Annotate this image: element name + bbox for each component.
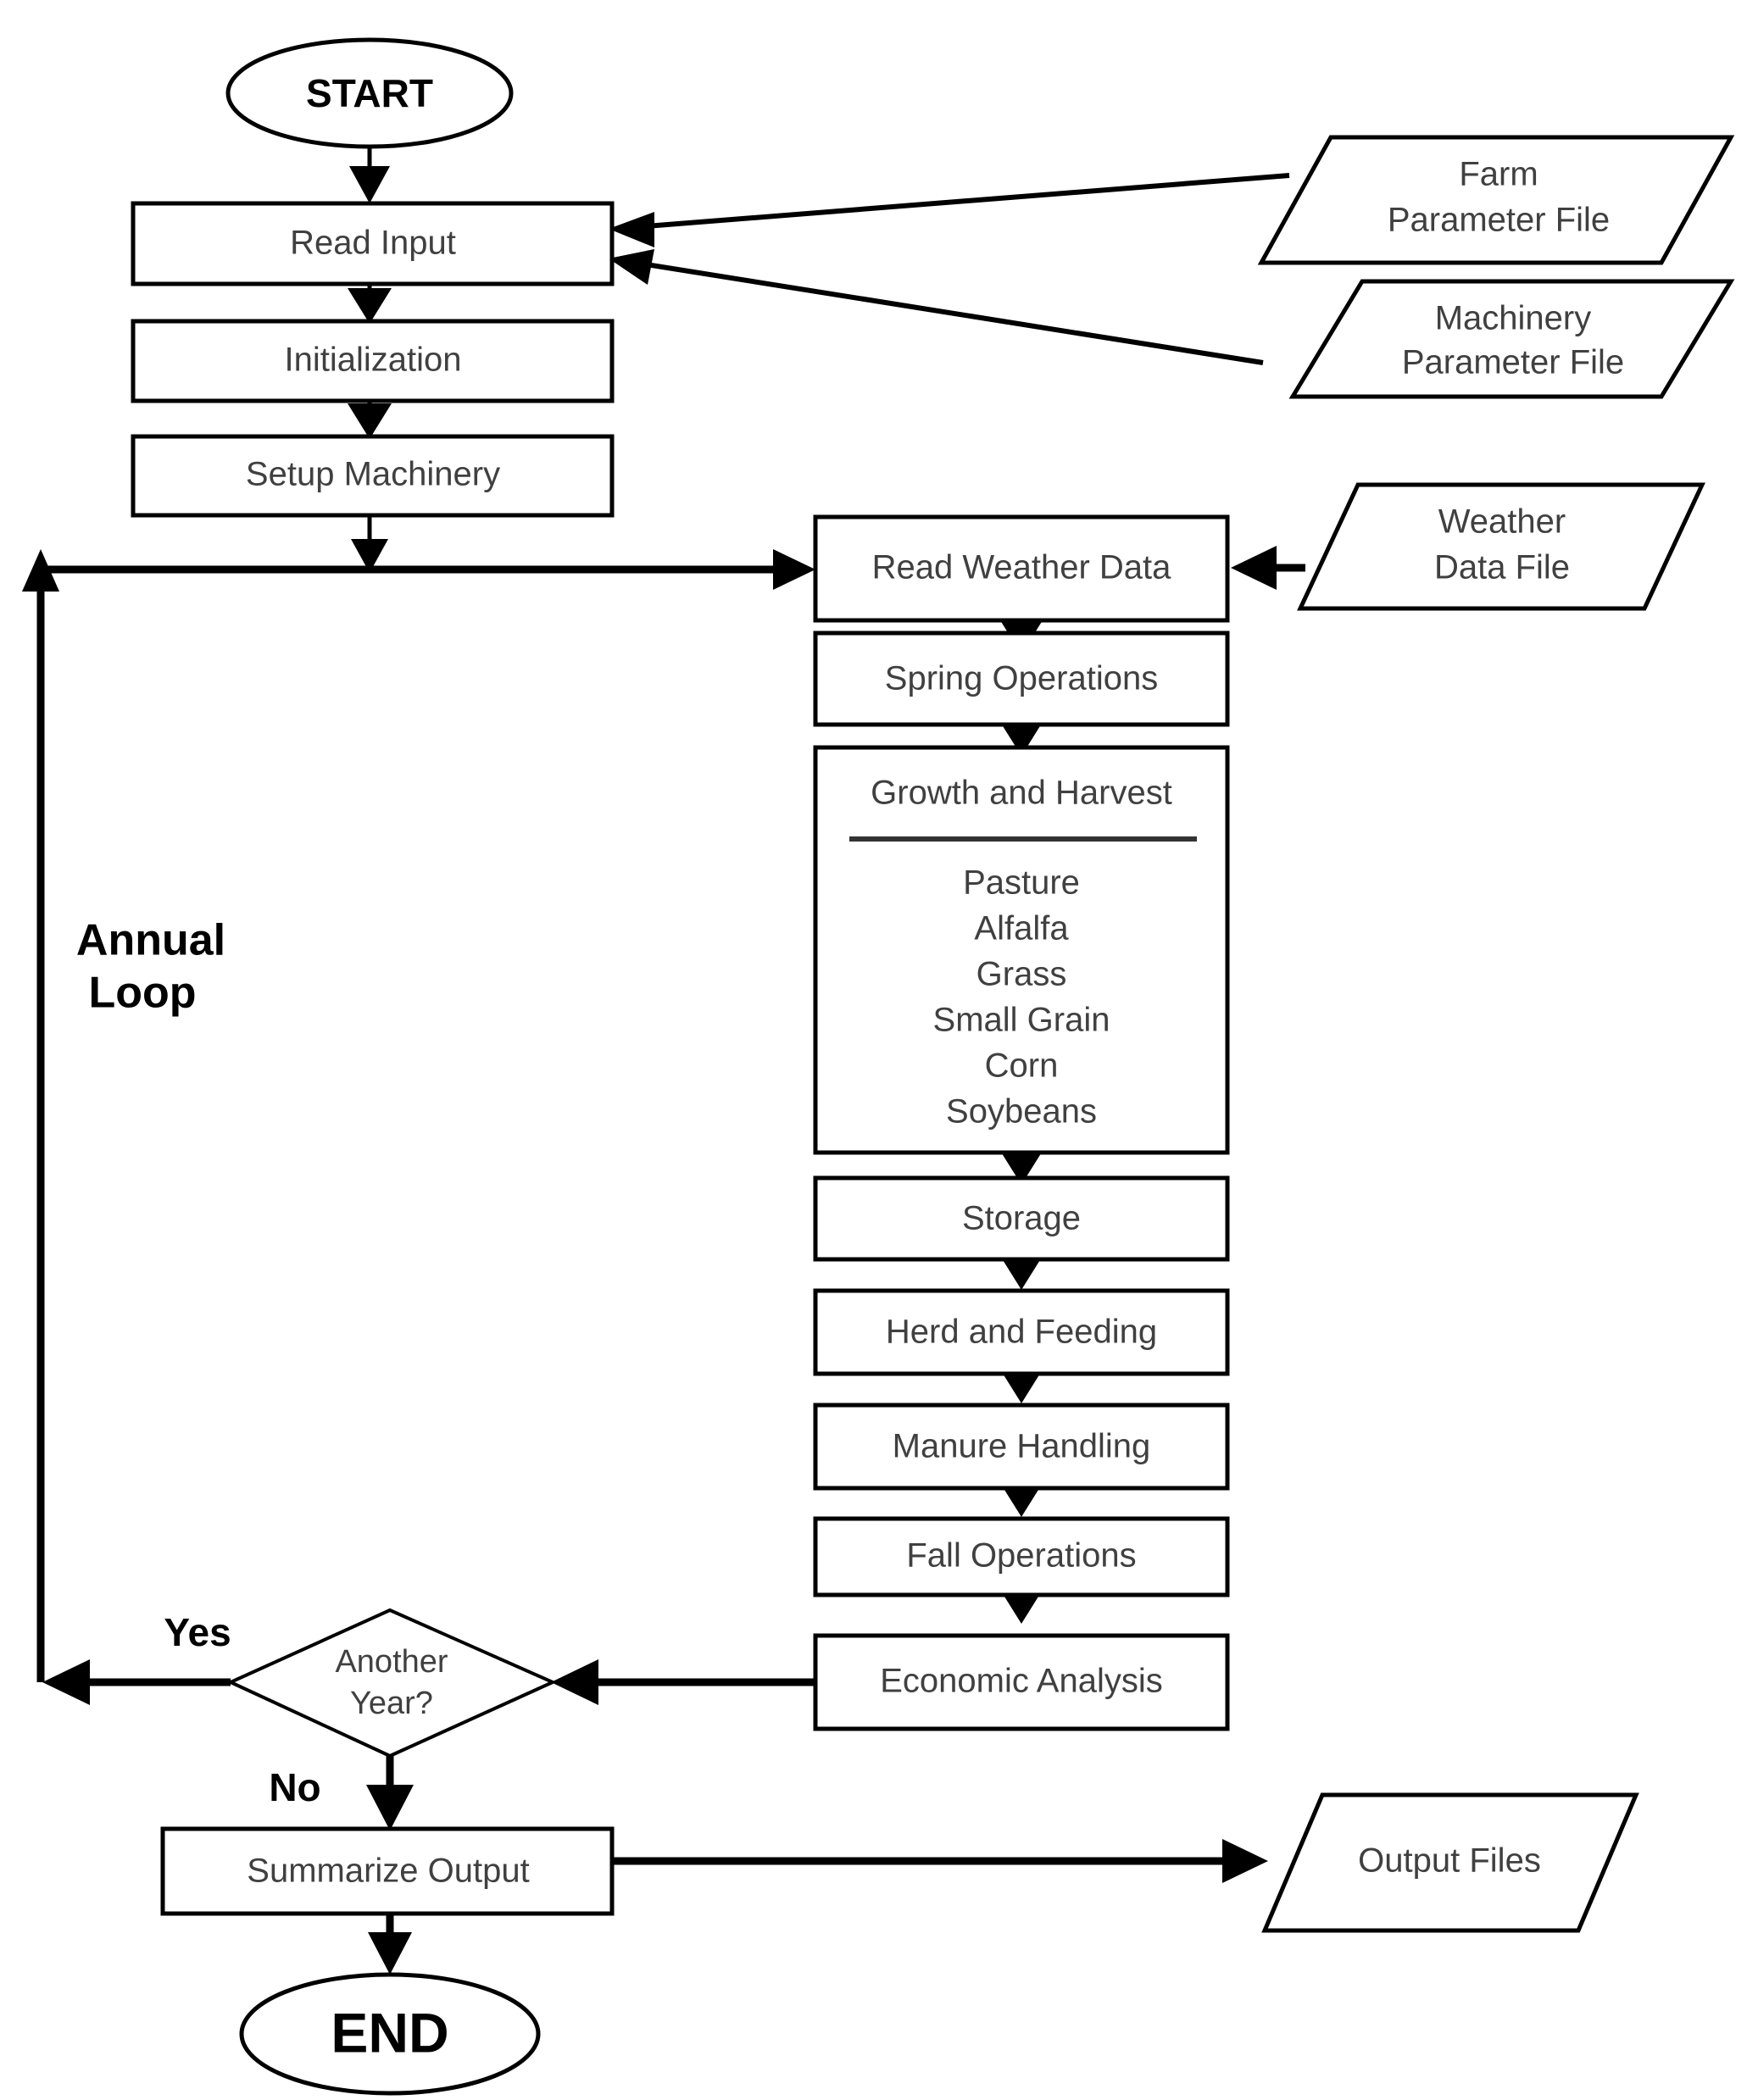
arrowhead-fall-to-economic xyxy=(1000,1590,1043,1624)
another-year-label-line2: Year? xyxy=(350,1686,433,1721)
node-manure-handling[interactable]: Manure Handling xyxy=(813,1403,1230,1491)
node-storage[interactable]: Storage xyxy=(813,1175,1230,1262)
manure-handling-label: Manure Handling xyxy=(893,1428,1151,1465)
farm-parameter-file-shape xyxy=(1257,135,1735,265)
economic-analysis-label: Economic Analysis xyxy=(880,1663,1162,1700)
another-year-decision-shape xyxy=(226,1608,557,1758)
node-economic-analysis[interactable]: Economic Analysis xyxy=(813,1633,1230,1731)
growth-item-corn: Corn xyxy=(985,1047,1059,1085)
node-output-files[interactable]: Output Files xyxy=(1261,1792,1639,1933)
no-branch-label: No xyxy=(269,1765,320,1809)
annual-loop-label-line2: Loop xyxy=(88,969,196,1018)
arrowhead-manure-to-fall xyxy=(1000,1483,1043,1517)
growth-and-harvest-shape xyxy=(813,745,1230,1155)
end-terminator-shape xyxy=(239,1972,541,2096)
edge-farm-file-to-read-input xyxy=(645,173,1290,229)
weather-data-file-shape xyxy=(1297,482,1705,611)
annual-loop-label-line1: Annual xyxy=(76,916,225,965)
node-herd-and-feeding[interactable]: Herd and Feeding xyxy=(813,1288,1230,1376)
arrowhead-setup-to-rail xyxy=(351,539,388,573)
growth-item-alfalfa: Alfalfa xyxy=(974,910,1069,947)
growth-item-pasture: Pasture xyxy=(963,864,1080,902)
node-farm-parameter-file[interactable]: Farm Parameter File xyxy=(1257,135,1735,265)
arrowhead-loop-into-read-weather xyxy=(773,549,815,590)
read-weather-data-label: Read Weather Data xyxy=(872,549,1172,586)
manure-handling-shape xyxy=(813,1403,1230,1491)
storage-shape xyxy=(813,1175,1230,1262)
summarize-output-label: Summarize Output xyxy=(247,1853,529,1890)
node-setup-machinery[interactable]: Setup Machinery xyxy=(131,434,615,518)
fall-operations-label: Fall Operations xyxy=(906,1537,1136,1575)
herd-and-feeding-shape xyxy=(813,1288,1230,1376)
node-weather-data-file[interactable]: Weather Data File xyxy=(1297,482,1705,611)
arrowhead-storage-to-herd xyxy=(1000,1256,1043,1290)
setup-machinery-shape xyxy=(131,434,615,518)
farm-parameter-file-label-line1: Farm xyxy=(1459,156,1538,193)
connectors-layer xyxy=(22,125,1305,1975)
node-spring-operations[interactable]: Spring Operations xyxy=(813,631,1230,727)
arrowhead-economic-to-decision xyxy=(551,1659,598,1705)
yes-branch-label: Yes xyxy=(164,1610,231,1654)
storage-label: Storage xyxy=(962,1200,1081,1237)
spring-operations-label: Spring Operations xyxy=(885,660,1158,697)
growth-item-grass: Grass xyxy=(976,956,1067,993)
initialization-shape xyxy=(131,319,615,403)
arrowhead-start-to-read-input xyxy=(349,166,390,203)
node-read-input[interactable]: Read Input xyxy=(131,201,615,286)
node-initialization[interactable]: Initialization xyxy=(131,319,615,403)
spring-operations-shape xyxy=(813,631,1230,727)
read-input-label: Read Input xyxy=(290,225,456,262)
start-terminator-shape xyxy=(225,37,514,149)
arrowhead-machinery-file-to-read-input xyxy=(609,249,654,285)
output-files-label: Output Files xyxy=(1358,1842,1541,1880)
fall-operations-shape xyxy=(813,1516,1230,1597)
node-start[interactable]: START xyxy=(225,37,514,149)
economic-analysis-shape xyxy=(813,1633,1230,1731)
machinery-parameter-file-label-line1: Machinery xyxy=(1435,300,1592,337)
arrowhead-decision-yes-to-rail xyxy=(42,1659,90,1705)
machinery-parameter-file-label-line2: Parameter File xyxy=(1402,344,1624,381)
end-label: END xyxy=(331,2001,448,2064)
arrowhead-summarize-to-end xyxy=(368,1932,412,1975)
arrowhead-weather-file-to-read-weather xyxy=(1231,546,1277,590)
arrowhead-herd-to-manure xyxy=(1000,1369,1043,1403)
node-fall-operations[interactable]: Fall Operations xyxy=(813,1516,1230,1597)
arrowhead-decision-no-to-summarize xyxy=(366,1785,414,1831)
growth-item-soybeans: Soybeans xyxy=(946,1093,1097,1131)
node-growth-and-harvest[interactable]: Growth and Harvest Pasture Alfalfa Grass… xyxy=(813,745,1230,1155)
arrowhead-growth-to-storage xyxy=(1000,1151,1043,1185)
another-year-label-line1: Another xyxy=(335,1644,448,1680)
node-read-weather-data[interactable]: Read Weather Data xyxy=(813,514,1230,623)
node-machinery-parameter-file[interactable]: Machinery Parameter File xyxy=(1288,279,1735,399)
setup-machinery-label: Setup Machinery xyxy=(246,456,500,493)
initialization-label: Initialization xyxy=(284,342,461,379)
growth-item-small-grain: Small Grain xyxy=(933,1002,1110,1039)
weather-data-file-label-line1: Weather xyxy=(1438,503,1566,541)
machinery-parameter-file-shape xyxy=(1288,279,1735,399)
arrowhead-init-to-setup xyxy=(348,403,392,439)
summarize-output-shape xyxy=(160,1826,615,1916)
read-input-shape xyxy=(131,201,615,286)
output-files-shape xyxy=(1261,1792,1639,1933)
node-another-year-decision[interactable]: Another Year? xyxy=(226,1608,557,1758)
arrowhead-loop-rail-up xyxy=(22,549,59,592)
edge-machinery-file-to-read-input xyxy=(645,262,1264,365)
growth-and-harvest-label: Growth and Harvest xyxy=(871,775,1172,812)
annotations-layer: Annual Loop Yes No xyxy=(76,916,321,1809)
arrowhead-read-input-to-init xyxy=(348,288,392,324)
start-label: START xyxy=(306,71,433,115)
read-weather-data-shape xyxy=(813,514,1230,623)
node-end[interactable]: END xyxy=(239,1972,541,2096)
arrowhead-farm-file-to-read-input xyxy=(609,212,654,247)
node-summarize-output[interactable]: Summarize Output xyxy=(160,1826,615,1916)
arrowhead-summarize-to-output-files xyxy=(1222,1839,1268,1883)
farm-parameter-file-label-line2: Parameter File xyxy=(1388,202,1610,239)
arrowhead-spring-to-growth xyxy=(1000,722,1043,756)
herd-and-feeding-label: Herd and Feeding xyxy=(886,1314,1157,1351)
weather-data-file-label-line2: Data File xyxy=(1434,549,1570,586)
